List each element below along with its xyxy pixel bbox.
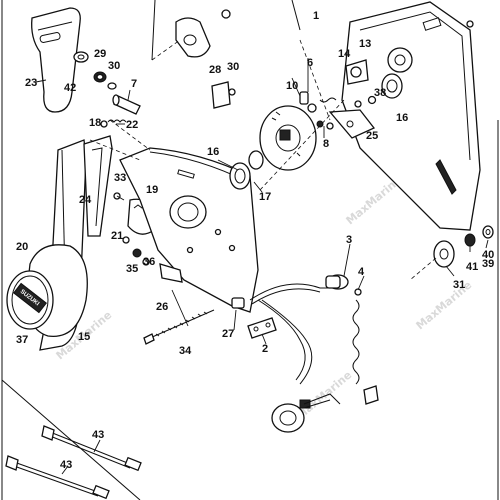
reference-dashes xyxy=(89,39,437,281)
small-fasteners xyxy=(113,192,150,266)
label-16b: 16 xyxy=(396,112,408,124)
label-13: 13 xyxy=(359,38,371,50)
bracket-clip xyxy=(159,263,183,283)
top-bracket xyxy=(175,9,236,109)
label-1: 1 xyxy=(313,10,319,22)
label-8: 8 xyxy=(323,138,329,150)
label-40: 40 xyxy=(482,249,494,261)
label-42: 42 xyxy=(64,82,76,94)
pin xyxy=(112,94,141,115)
label-36: 36 xyxy=(143,256,155,268)
connector xyxy=(271,393,341,433)
washer-nut xyxy=(73,51,117,90)
label-6: 6 xyxy=(307,57,313,69)
plate xyxy=(247,317,277,339)
label-43b: 43 xyxy=(60,459,72,471)
label-19: 19 xyxy=(146,184,158,196)
part-labels: 1 2 3 4 6 7 8 10 13 14 15 16 16 17 18 19… xyxy=(16,10,494,471)
neutral-cam-plate xyxy=(259,105,317,171)
label-28: 28 xyxy=(209,64,221,76)
label-20: 20 xyxy=(16,241,28,253)
label-26: 26 xyxy=(156,301,168,313)
label-14: 14 xyxy=(338,48,351,60)
cover-plate xyxy=(341,1,481,231)
label-2: 2 xyxy=(262,343,268,355)
label-31: 31 xyxy=(453,279,465,291)
neutral-switch-parts xyxy=(299,91,337,130)
long-bolt xyxy=(143,309,215,345)
bushings-center xyxy=(229,150,264,190)
label-15: 15 xyxy=(78,331,90,343)
label-10: 10 xyxy=(286,80,298,92)
wire-harness xyxy=(249,283,330,385)
lever-bracket xyxy=(83,135,113,237)
label-7: 7 xyxy=(131,78,137,90)
wire-clip xyxy=(231,297,245,309)
label-3: 3 xyxy=(346,234,352,246)
lower-plate xyxy=(328,109,376,139)
label-38: 38 xyxy=(374,87,386,99)
label-18: 18 xyxy=(89,117,101,129)
label-30b: 30 xyxy=(227,61,239,73)
remote-cables xyxy=(5,425,142,500)
label-16a: 16 xyxy=(207,146,219,158)
watermarks: MaxMarine MaxMarine MaxMarine MaxMarine … xyxy=(54,173,475,422)
label-30a: 30 xyxy=(108,60,120,72)
label-43a: 43 xyxy=(92,429,104,441)
label-34: 34 xyxy=(179,345,192,357)
label-35: 35 xyxy=(126,263,138,275)
leader-lines xyxy=(35,58,489,475)
bottom-right-fasteners xyxy=(433,225,494,268)
label-4: 4 xyxy=(358,266,365,278)
control-housing xyxy=(119,147,259,313)
lever-grip xyxy=(31,7,81,113)
label-33: 33 xyxy=(114,172,126,184)
label-22: 22 xyxy=(126,119,138,131)
label-23: 23 xyxy=(25,77,37,89)
trim-switch-parts xyxy=(345,59,403,108)
label-27: 27 xyxy=(222,328,234,340)
label-39: 39 xyxy=(482,258,494,270)
stop-switch xyxy=(325,274,379,405)
label-21: 21 xyxy=(111,230,123,242)
detent-spring xyxy=(100,119,127,128)
label-17: 17 xyxy=(259,191,271,203)
label-37: 37 xyxy=(16,334,28,346)
label-25: 25 xyxy=(366,130,378,142)
label-41: 41 xyxy=(466,261,478,273)
label-29: 29 xyxy=(94,48,106,60)
hub-badge: SUZUKI xyxy=(6,270,54,330)
label-24: 24 xyxy=(79,194,92,206)
